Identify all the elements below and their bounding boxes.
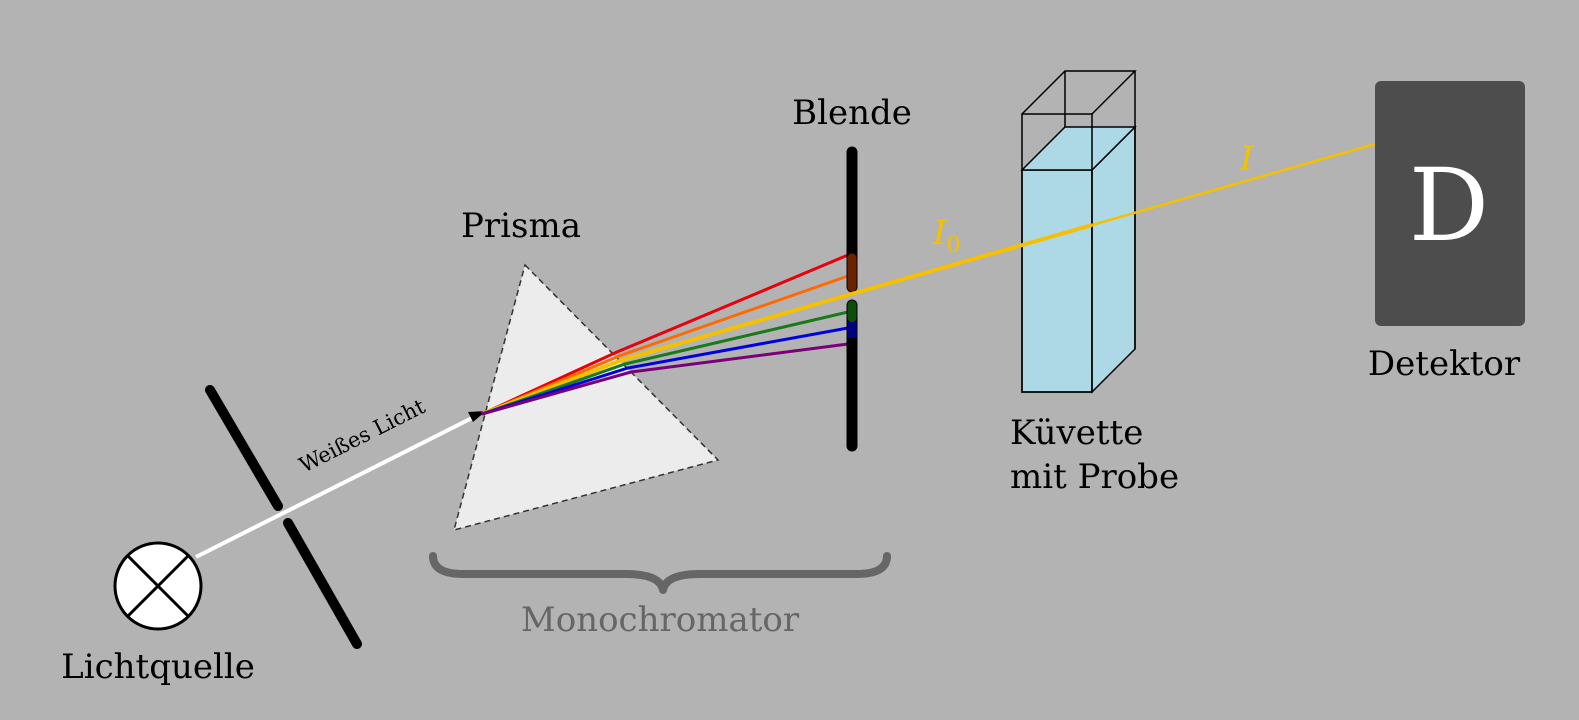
white-light-label: Weißes Licht (295, 394, 429, 477)
detector-letter: D (1409, 147, 1489, 264)
aperture-label: Blende (792, 93, 912, 133)
spectrum-ray-violet (481, 342, 849, 416)
spectrum-rays (481, 253, 849, 416)
i0-label: I0 (932, 213, 960, 258)
monochromator-label: Monochromator (521, 600, 800, 640)
detector-box (1375, 81, 1525, 326)
spectrum-ray-green (481, 310, 849, 416)
cuvette-glass-front (1021, 113, 1093, 393)
cuvette (1020, 70, 1137, 394)
i-label: I (1239, 139, 1254, 179)
monochromator-brace (429, 552, 891, 594)
prism (452, 263, 720, 532)
detector-label: Detektor (1368, 344, 1521, 384)
cuvette-glass-top (1021, 70, 1137, 115)
entrance-slit-lower-plate (283, 518, 362, 649)
i0-label-sub: 0 (946, 233, 960, 258)
lamp-cross-icon (113, 541, 203, 631)
cuvette-label-line2: mit Probe (1010, 457, 1179, 497)
white-light-beam (195, 414, 477, 559)
arrowhead-icon (468, 411, 486, 422)
entrance-slit (205, 385, 362, 649)
spectrum-ray-blue (481, 326, 849, 416)
light-source-label: Lichtquelle (61, 647, 255, 687)
cuvette-label-line1: Küvette (1010, 413, 1143, 453)
cuvette-liquid-front (1021, 169, 1093, 393)
i0-label-base: I (932, 213, 947, 253)
transmitted-beam (1091, 142, 1376, 227)
incident-beam (847, 223, 1093, 297)
spectrum-ray-yellow (481, 293, 849, 416)
entrance-slit-upper-plate (205, 385, 283, 511)
prism-label: Prisma (461, 206, 581, 246)
cuvette-liquid-side (1091, 125, 1136, 394)
